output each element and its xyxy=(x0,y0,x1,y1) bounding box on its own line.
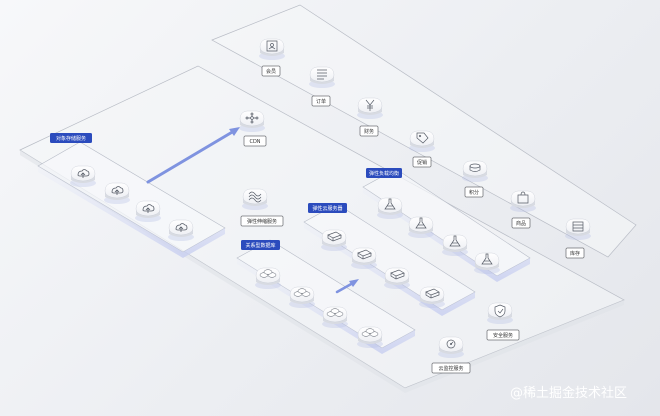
monitor-gauge-icon xyxy=(446,339,456,349)
relational-db-node xyxy=(254,267,282,290)
relational-db-node xyxy=(288,286,316,309)
svg-text:积分: 积分 xyxy=(469,189,479,196)
network-hub-icon xyxy=(245,112,259,124)
marketing-label: 促销 xyxy=(412,156,432,168)
server-rack-icon xyxy=(390,269,405,280)
svg-text:安全服务: 安全服务 xyxy=(493,332,513,339)
inventory-node xyxy=(564,218,592,241)
product-label: 商品 xyxy=(511,217,531,229)
yen-icon xyxy=(365,99,375,111)
stack-icon xyxy=(572,221,584,232)
cloud-upload-icon xyxy=(111,186,124,195)
elastic-compute-tag-text: 弹性云服务器 xyxy=(312,205,342,212)
svg-text:云监控服务: 云监控服务 xyxy=(438,365,463,372)
cloud-upload-icon xyxy=(77,169,90,178)
order-label: 订单 xyxy=(311,95,331,107)
object-storage-node xyxy=(167,219,195,242)
balance-flask-icon xyxy=(384,198,396,210)
cloud-upload-icon xyxy=(142,204,155,213)
relational-db-node xyxy=(356,326,384,349)
elb-tag-text: 弹性负载均衡 xyxy=(369,170,399,177)
balance-flask-icon xyxy=(481,253,493,265)
order-node xyxy=(308,66,336,89)
elastic-scaling-node xyxy=(241,188,269,211)
svg-text:促销: 促销 xyxy=(417,159,427,166)
server-rack-icon xyxy=(425,288,440,299)
elb-node xyxy=(407,216,435,239)
svg-text:库存: 库存 xyxy=(570,250,580,257)
database-cluster-icon xyxy=(361,328,379,337)
elb-tag: 弹性负载均衡 xyxy=(366,168,402,178)
scaling-wave-icon xyxy=(248,191,262,203)
database-cluster-icon xyxy=(326,308,344,317)
elastic-compute-node xyxy=(350,247,378,270)
finance-node xyxy=(356,97,384,120)
elb-node xyxy=(441,234,469,257)
inventory-label: 库存 xyxy=(565,247,585,259)
database-cluster-icon xyxy=(293,288,311,297)
product-node xyxy=(509,190,537,213)
list-icon xyxy=(317,69,327,80)
svg-text:弹性伸缩服务: 弹性伸缩服务 xyxy=(247,218,277,225)
elastic-compute-node xyxy=(418,286,446,309)
points-node xyxy=(461,160,489,183)
elb-node xyxy=(376,197,404,220)
cdn-label: CDN xyxy=(243,135,267,147)
finance-label: 财务 xyxy=(359,125,379,137)
shield-icon xyxy=(494,304,506,318)
elastic-compute-node xyxy=(320,229,348,252)
object-storage-node xyxy=(69,165,97,188)
cdn-node xyxy=(238,110,266,133)
svg-text:财务: 财务 xyxy=(364,128,374,135)
watermark: @稀土掘金技术社区 xyxy=(510,385,627,401)
balance-flask-icon xyxy=(415,217,427,229)
user-icon xyxy=(266,40,278,52)
cloud-monitor-label: 云监控服务 xyxy=(431,362,471,374)
server-rack-icon xyxy=(327,231,342,242)
db-to-compute-connector xyxy=(335,281,355,294)
object-storage-tag-text: 对象存储服务 xyxy=(56,135,86,142)
user-node xyxy=(258,38,286,61)
user-label: 会员 xyxy=(261,65,281,77)
storage-to-cdn-connector xyxy=(146,129,236,184)
elastic-scaling-label: 弹性伸缩服务 xyxy=(240,215,284,227)
tag-icon xyxy=(416,132,429,144)
cloud-monitor-node xyxy=(437,336,465,359)
elb-node xyxy=(473,252,501,275)
object-storage-node xyxy=(103,182,131,205)
object-storage-node xyxy=(134,200,162,223)
coin-icon xyxy=(469,163,481,172)
object-storage-tag: 对象存储服务 xyxy=(50,133,92,143)
security-node xyxy=(486,302,514,325)
marketing-node xyxy=(408,130,436,153)
balance-flask-icon xyxy=(449,235,461,247)
elastic-compute-tag: 弹性云服务器 xyxy=(308,203,347,213)
svg-text:订单: 订单 xyxy=(316,98,326,105)
relational-db-tag: 关系型数据库 xyxy=(241,240,280,250)
database-cluster-icon xyxy=(259,269,277,278)
elastic-compute-node xyxy=(383,267,411,290)
points-label: 积分 xyxy=(464,186,484,198)
svg-text:商品: 商品 xyxy=(516,220,526,227)
relational-db-tag-text: 关系型数据库 xyxy=(245,242,275,249)
svg-text:会员: 会员 xyxy=(266,68,276,75)
server-rack-icon xyxy=(357,249,372,260)
storage-to-cdn-arrowhead xyxy=(229,127,240,136)
db-to-compute-arrowhead xyxy=(349,279,359,287)
relational-db-node xyxy=(321,306,349,329)
security-label: 安全服务 xyxy=(486,329,520,341)
bag-icon xyxy=(517,191,529,204)
cloud-upload-icon xyxy=(175,223,188,232)
svg-text:CDN: CDN xyxy=(249,139,260,145)
